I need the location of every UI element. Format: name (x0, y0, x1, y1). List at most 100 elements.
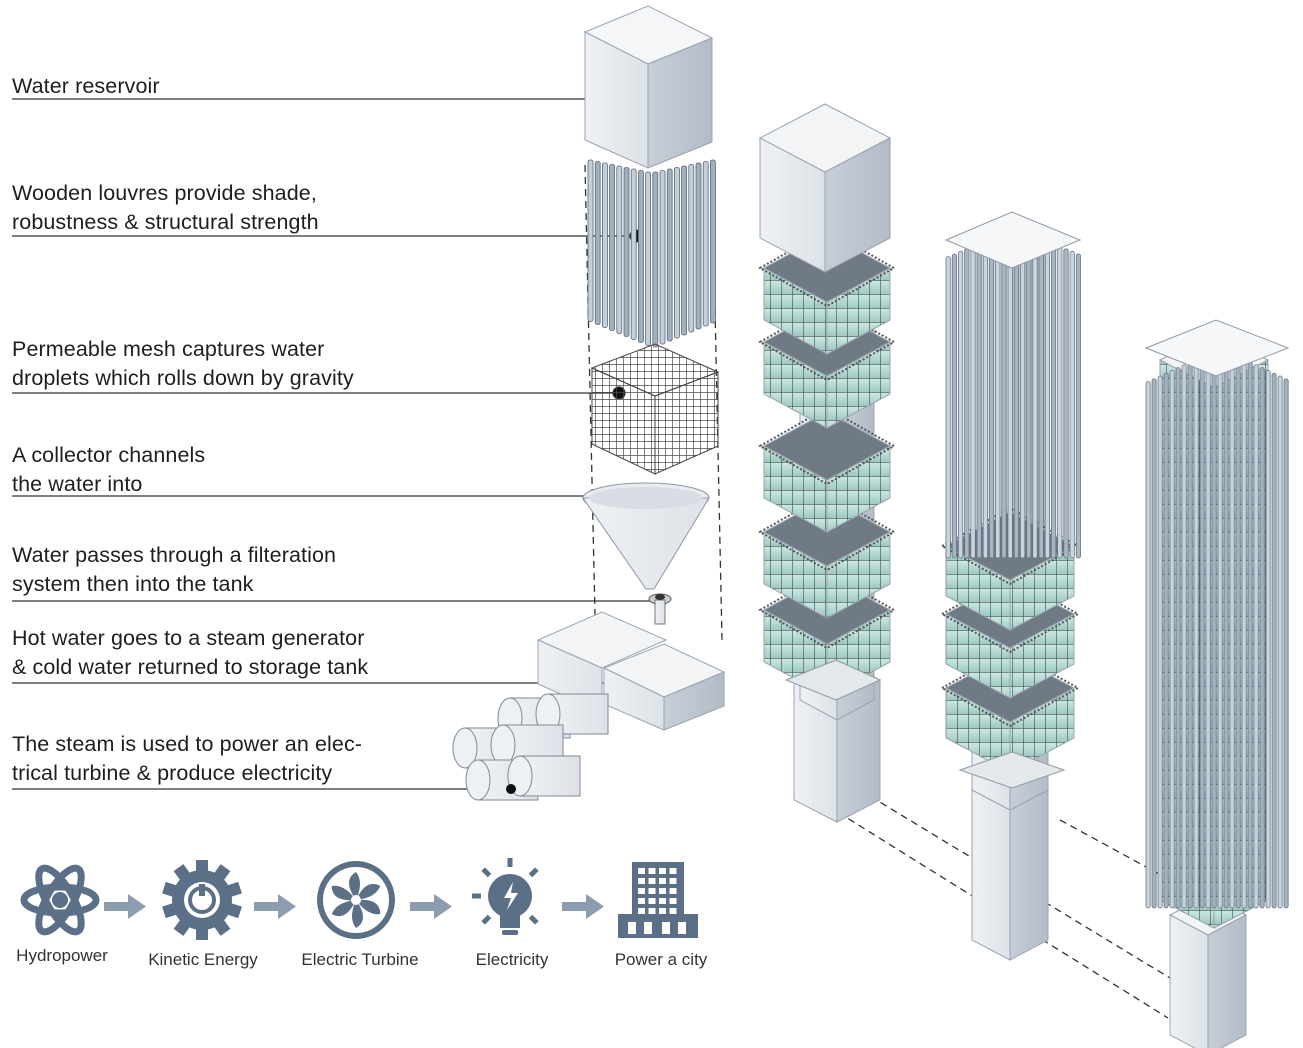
flow-icons (20, 858, 698, 940)
louvre-bar (674, 167, 680, 339)
tower-louvre (1020, 230, 1026, 559)
tower-louvre (1013, 227, 1019, 559)
tower-louvre (1044, 240, 1050, 559)
cylinder-end (465, 759, 491, 801)
label-line: Permeable mesh captures water (12, 337, 325, 361)
tower-louvre (1265, 370, 1271, 909)
louvre-bar (623, 167, 630, 337)
louvre-bar (688, 164, 695, 333)
louvre-bar (630, 168, 637, 340)
louvre-bar (594, 161, 601, 325)
label-line: A collector channels (12, 443, 206, 467)
louvre-bar (702, 161, 709, 327)
flow-arrow-icon (104, 894, 146, 919)
label-line: The steam is used to power an elec- (12, 732, 363, 756)
flow-arrow-icon (410, 894, 452, 919)
label-line: & cold water returned to storage tank (12, 655, 369, 679)
turbine-fan-icon (317, 861, 395, 939)
tower-louvre (951, 253, 957, 559)
tower-louvre (1241, 358, 1247, 909)
louvre-bar (587, 159, 594, 322)
tower-louvre (1277, 375, 1283, 909)
tower-louvre (1235, 356, 1241, 909)
tower-louvre (1175, 367, 1181, 909)
tower-louvre (982, 240, 988, 559)
lightbulb-icon (472, 858, 539, 935)
tower-louvre (970, 245, 976, 559)
tower-louvre (1063, 248, 1069, 559)
tower-louvre (1145, 381, 1151, 909)
louvre-bar (638, 170, 644, 343)
storage-tanks (536, 611, 726, 731)
cylinder-dot (506, 784, 516, 794)
tower-louvre (1157, 375, 1163, 909)
flow-step-label: Power a city (614, 950, 708, 969)
tower-louvre (1032, 235, 1038, 559)
tower-louvre (1181, 364, 1187, 909)
tower-louvre (1211, 350, 1217, 909)
label-line: Wooden louvres provide shade, (12, 181, 317, 205)
label-line: the water into (12, 472, 143, 496)
cylinder-end (490, 724, 516, 766)
tower-louvre (945, 256, 951, 559)
tower-louvre (958, 251, 964, 559)
tower-louvre (976, 243, 982, 559)
louvre-bar (666, 168, 673, 342)
tower-louvre (1271, 372, 1277, 909)
tower-louvre (989, 238, 995, 559)
label-line: Water passes through a filteration (12, 543, 337, 567)
city-building-icon (618, 862, 698, 938)
tower-louvre (995, 235, 1001, 559)
flow-step-label: Electricity (475, 950, 549, 969)
tower-louvre (1253, 364, 1259, 909)
label-line: trical turbine & produce electricity (12, 761, 333, 785)
component-label: Water reservoir (12, 72, 160, 101)
tower-louvre (1193, 358, 1199, 909)
component-label: Permeable mesh captures water droplets wh… (12, 335, 354, 393)
flow-step-label: Kinetic Energy (148, 950, 258, 969)
flow-arrow-icon (254, 894, 296, 919)
tower-louvre (1151, 378, 1157, 909)
tower-1 (757, 103, 897, 823)
flow-step-label: Electric Turbine (301, 950, 419, 969)
filter-unit (648, 593, 672, 625)
component-label: Wooden louvres provide shade, robustness … (12, 179, 319, 237)
tower-louvre (1187, 361, 1193, 909)
tower-louvre (1163, 372, 1169, 909)
label-line: robustness & structural strength (12, 210, 319, 234)
tower-louvre (1217, 347, 1223, 909)
louvre-bar (659, 170, 666, 345)
louvre-bar (652, 171, 659, 348)
louvre-bar (695, 162, 702, 330)
label-line: droplets which rolls down by gravity (12, 366, 354, 390)
turbine-cylinders (452, 693, 609, 801)
tower-louvre (1007, 230, 1013, 559)
water-reservoir-cube (583, 5, 714, 169)
flow-arrow-icon (562, 894, 604, 919)
flow-step-label: Hydropower (16, 946, 108, 965)
tower-louvre (1038, 238, 1044, 559)
louvre-bar (616, 165, 623, 334)
atom-icon (20, 864, 100, 936)
tower-louvre (1229, 353, 1235, 909)
tower-louvre (1283, 378, 1289, 909)
tower-louvre (1169, 370, 1175, 909)
louvre-bar (645, 171, 651, 346)
tower-louvre (1001, 232, 1007, 559)
tower-2 (939, 211, 1082, 961)
component-label: The steam is used to power an elec-trica… (12, 730, 362, 788)
component-label: Hot water goes to a steam generator & col… (12, 624, 368, 682)
tower-louvre (1223, 350, 1229, 909)
tower-louvre (1259, 367, 1265, 909)
gear-icon (162, 860, 242, 940)
label-line: Hot water goes to a steam generator (12, 626, 365, 650)
tower-louvre (1247, 361, 1253, 909)
louvre-bar (710, 159, 716, 324)
tower-louvre (1075, 253, 1081, 559)
tower-louvre (964, 248, 970, 559)
collector-cone (582, 482, 710, 590)
assembled-towers (757, 103, 1290, 1048)
